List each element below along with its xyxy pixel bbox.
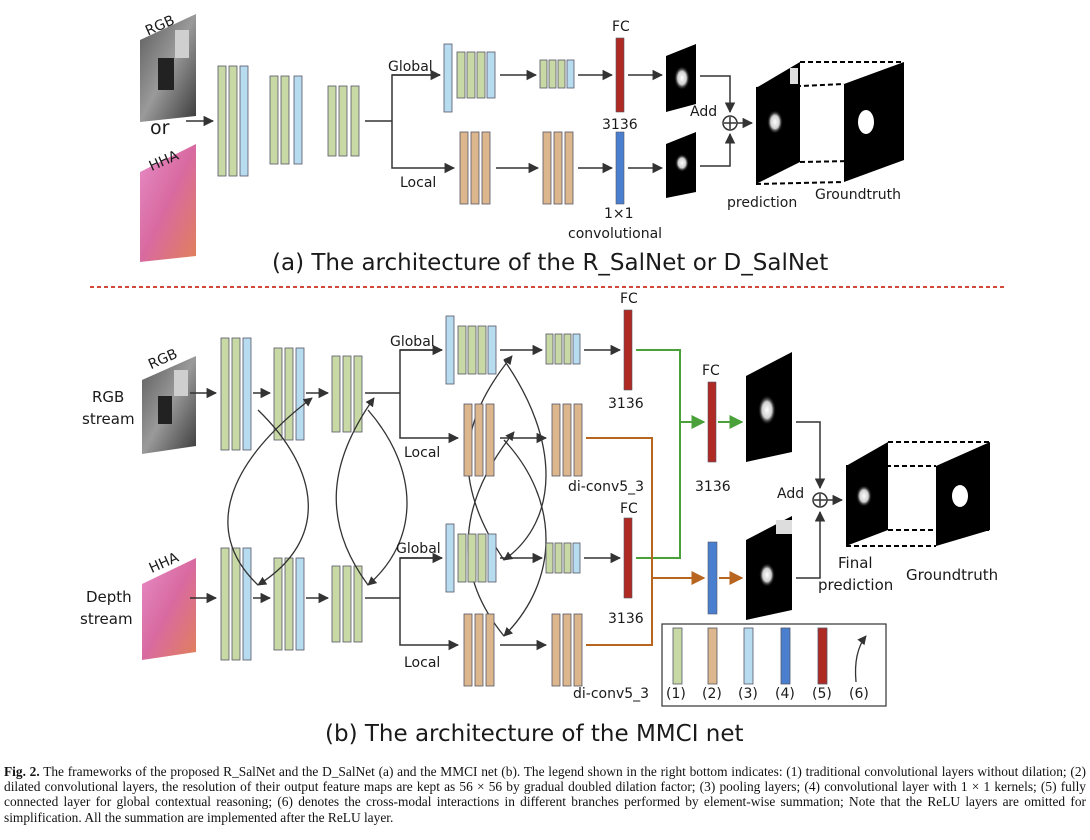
fc-layer-a: [615, 37, 625, 113]
fc-label-a: FC: [612, 19, 630, 35]
legend-label-4: (4): [775, 686, 795, 702]
legend-label-2: (2): [702, 686, 722, 702]
local-label-b-top: Local: [404, 445, 440, 461]
legend-swatch-pool: [743, 627, 754, 685]
add-label-b: Add: [777, 486, 804, 502]
rgb-input-image: [140, 14, 196, 122]
prediction-label-a: prediction: [727, 195, 797, 211]
depth-shared-blocks: [220, 547, 363, 661]
final-prediction-label-1: Final: [838, 554, 873, 572]
legend-label-3: (3): [738, 686, 758, 702]
or-label: or: [150, 117, 170, 139]
rgb-stream-label-2: stream: [82, 410, 135, 428]
global-label-a: Global: [388, 59, 433, 75]
conv1x1-label-a2: convolutional: [568, 226, 662, 242]
final-prediction-cube: [846, 441, 990, 547]
caption-label: Fig. 2.: [4, 764, 40, 779]
fc-layer-b-mid: [707, 381, 717, 463]
sum-path-global-a: [700, 75, 736, 114]
hha-input-image: [140, 144, 196, 262]
add-label-a: Add: [690, 104, 717, 120]
sum-path-local-b: [796, 510, 826, 579]
conv1x1-layer-b: [707, 541, 718, 615]
panel-a: RGB or HHA Global Local: [140, 13, 905, 276]
local-branch-blocks-a: [459, 131, 574, 205]
legend-swatch-conv1x1: [780, 627, 791, 685]
orange-fusion-path: [586, 437, 704, 646]
rgb-shared-blocks: [220, 337, 363, 451]
rgb-stream-image: [142, 356, 196, 454]
local-saliency-map-a: [666, 132, 696, 198]
conv1x1-layer-a: [615, 131, 625, 205]
local-label-a: Local: [400, 175, 436, 191]
global-saliency-map-a: [666, 44, 696, 112]
shared-conv-blocks: [217, 65, 360, 177]
fc-label-b-mid: FC: [702, 363, 720, 379]
fc-layer-b-top: [623, 309, 633, 391]
diconv-label-bottom: di-conv5_3: [573, 686, 649, 702]
fc-label-b-top: FC: [620, 291, 638, 307]
local-blocks-b-bottom: [463, 613, 583, 687]
panel-b-title: (b) The architecture of the MMCI net: [325, 721, 744, 747]
global-blocks-b-top: [445, 315, 581, 385]
fc-size-b-mid: 3136: [695, 479, 731, 495]
global-saliency-map-b: [746, 352, 792, 462]
add-plus-b: [814, 494, 826, 506]
local-blocks-b-top: [463, 403, 583, 477]
green-fusion-path: [636, 349, 704, 559]
panel-a-title: (a) The architecture of the R_SalNet or …: [272, 250, 828, 276]
global-label-b-bottom: Global: [396, 541, 441, 557]
sum-path-global-b: [796, 421, 826, 490]
global-branch-blocks-a: [443, 43, 575, 113]
final-prediction-label-2: prediction: [818, 576, 893, 594]
groundtruth-label-b: Groundtruth: [906, 566, 998, 584]
architecture-diagram: RGB or HHA Global Local: [80, 13, 1005, 747]
conv1x1-label-a1: 1×1: [604, 206, 634, 222]
legend-label-5: (5): [812, 686, 832, 702]
fc-size-b-bottom: 3136: [608, 611, 644, 627]
depth-stream-label-1: Depth: [86, 588, 132, 606]
global-label-b-top: Global: [390, 334, 435, 350]
groundtruth-label-a: Groundtruth: [815, 187, 901, 203]
global-blocks-b-bottom: [445, 523, 581, 593]
fc-size-a: 3136: [602, 117, 638, 133]
legend-swatch-fc: [817, 627, 828, 685]
figure-caption: Fig. 2. The frameworks of the proposed R…: [4, 764, 1086, 825]
fc-layer-b-bottom: [623, 517, 633, 599]
add-plus-a: [724, 117, 736, 129]
hha-stream-image: [142, 558, 196, 660]
rgb-stream-label-1: RGB: [92, 388, 124, 406]
local-saliency-map-b: [746, 516, 792, 620]
legend-swatch-interaction: [854, 635, 867, 683]
prediction-cube-a: [755, 61, 905, 185]
panel-b: RGB RGB stream HHA Depth stream: [80, 291, 998, 747]
legend-swatch-conv: [672, 627, 683, 685]
sum-path-local-a: [700, 132, 736, 167]
fc-label-b-bottom: FC: [620, 501, 638, 517]
fc-size-b-top: 3136: [608, 396, 644, 412]
caption-text: The frameworks of the proposed R_SalNet …: [4, 764, 1086, 825]
local-label-b-bottom: Local: [404, 655, 440, 671]
diconv-label-top: di-conv5_3: [568, 479, 644, 495]
legend: (1) (2) (3) (4) (5) (6): [661, 623, 887, 707]
legend-label-1: (1): [666, 686, 686, 702]
legend-swatch-dilated: [707, 627, 718, 685]
depth-stream-label-2: stream: [80, 610, 133, 628]
legend-label-6: (6): [849, 686, 869, 702]
